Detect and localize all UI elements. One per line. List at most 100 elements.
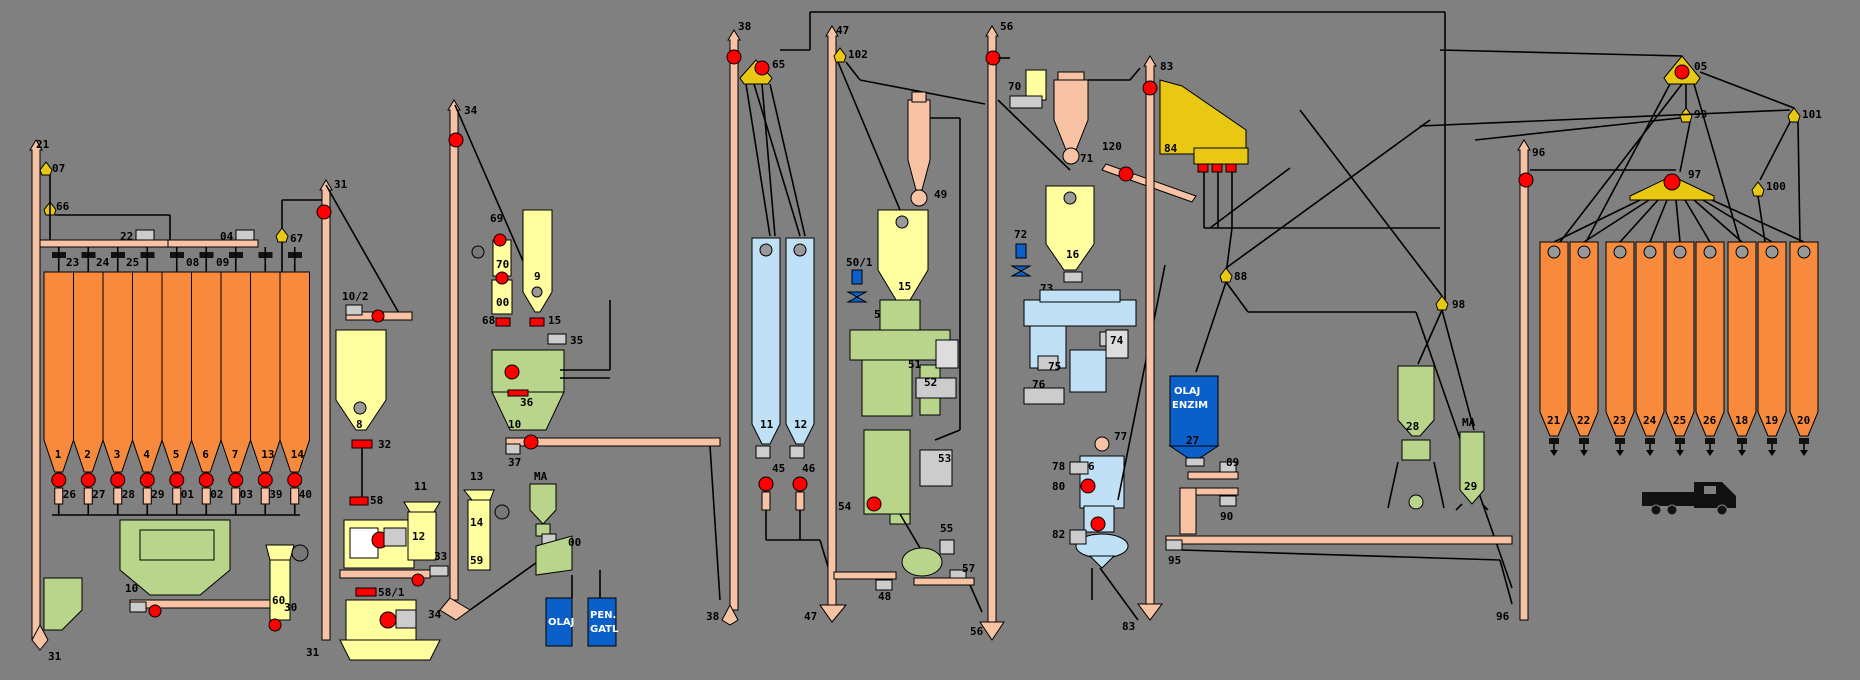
bin-00[interactable] [491,271,513,327]
feeder-screw[interactable] [290,487,300,505]
silo-left-1[interactable] [43,271,74,473]
screen-84[interactable] [1159,79,1249,173]
distributor-98[interactable] [1435,295,1449,311]
label-88: 88 [1234,270,1247,283]
feeder-screw[interactable] [231,487,241,505]
feeder-screw[interactable] [201,487,211,505]
cooler-12[interactable] [403,501,449,577]
distributor-67[interactable] [275,227,289,243]
distributor-102[interactable] [833,47,847,63]
elevator-56[interactable] [979,25,1005,641]
conveyor-89[interactable] [1187,461,1239,480]
silo-left-13[interactable] [250,271,281,473]
conveyor-04[interactable] [167,229,259,248]
silo-right-18[interactable] [1727,241,1757,444]
bin-16[interactable] [1045,185,1095,283]
crumbler-82[interactable] [1069,529,1129,569]
elevator-47[interactable] [819,25,848,623]
silo-right-19[interactable] [1757,241,1787,444]
elevator-96[interactable] [1517,139,1534,621]
silo-left-6[interactable] [191,271,222,473]
silo-right-22[interactable] [1569,241,1599,444]
conveyor-48[interactable] [833,571,897,591]
label-56b: 56 [970,625,984,638]
small-bin-left[interactable] [43,577,83,631]
mixer-hopper[interactable] [119,519,231,596]
distributor-88[interactable] [1219,267,1233,283]
feeder-screw[interactable] [172,487,182,505]
distributor-100[interactable] [1751,181,1765,197]
conveyor-37[interactable] [505,434,721,455]
elevator-21[interactable] [29,139,49,651]
elevator-38[interactable] [721,29,742,626]
dust-filter-69[interactable] [471,233,512,277]
feeder-screw[interactable] [113,487,123,505]
label-8: 8 [356,418,363,431]
mixer-14[interactable] [462,489,510,571]
label-66: 66 [56,200,70,213]
feeder-label: 03 [240,488,253,501]
conveyor-10-2[interactable] [345,304,413,323]
feeder-screw[interactable] [54,487,64,505]
packer-60[interactable] [265,544,309,621]
silo-right-20[interactable] [1789,241,1819,444]
silo-left-5[interactable] [161,271,192,473]
tank-oil-enzyme[interactable] [1168,375,1220,467]
feeder-screw[interactable] [260,487,270,505]
feeder-screw[interactable] [83,487,93,505]
label-34b: 34 [428,608,442,621]
label-34a: 34 [464,104,478,117]
valve-72[interactable] [1010,243,1032,277]
pellet-press-58-1[interactable] [339,587,441,661]
feeder-screw[interactable] [142,487,152,505]
silo-right-23[interactable] [1605,241,1635,444]
distributor-07[interactable] [39,161,53,176]
conveyor-90[interactable] [1179,487,1239,535]
filter-70b[interactable] [1009,69,1047,109]
valve-50-1[interactable] [846,269,868,303]
bin-8[interactable] [335,329,387,449]
elevator-83[interactable] [1137,55,1163,621]
distributor-05[interactable] [1663,55,1701,85]
conveyor-57[interactable] [913,569,975,586]
bin-29[interactable] [1455,431,1489,511]
bin-28[interactable] [1387,365,1445,510]
hammer-mill-36[interactable] [491,333,567,431]
silo-right-21[interactable] [1539,241,1569,444]
elevator-34[interactable] [439,99,471,621]
conveyor-10[interactable] [129,599,281,618]
pellet-mill-blue[interactable] [1023,289,1137,405]
silo-left-2[interactable] [73,271,104,473]
bin-blue-11[interactable] [751,237,781,511]
sensor-icon [139,472,155,488]
cooler-54[interactable] [863,429,953,525]
label-56a: 56 [1000,20,1014,33]
bin-9[interactable] [522,209,553,327]
bin-MA-left[interactable] [529,483,573,576]
silo-left-14[interactable] [279,271,310,473]
conveyor-22[interactable] [39,229,171,248]
tank-penetration[interactable] [587,597,617,647]
silo-right-25[interactable] [1665,241,1695,444]
conveyor-95[interactable] [1165,535,1513,551]
distributor-97[interactable] [1629,173,1715,201]
silo-right-24[interactable] [1635,241,1665,444]
tank-oil[interactable] [545,597,573,647]
pellet-mill-green[interactable] [849,299,959,417]
bin-15[interactable] [877,209,929,314]
conveyor-33[interactable] [339,569,431,579]
pellet-press-58[interactable] [343,496,415,569]
silo-left-4[interactable] [132,271,163,473]
elevator-31[interactable] [316,179,333,641]
cyclone-71[interactable] [1053,71,1089,165]
distributor-101[interactable] [1787,107,1801,123]
bin-blue-12[interactable] [785,237,815,511]
distributor-65[interactable] [739,59,773,85]
crumbler-55[interactable] [901,539,955,577]
cooler-6[interactable] [1069,436,1125,533]
cyclone-49[interactable] [907,91,931,207]
label-58-1: 58/1 [378,586,405,599]
silo-left-3[interactable] [102,271,133,473]
silo-right-26[interactable] [1695,241,1725,444]
silo-left-7[interactable] [220,271,251,473]
